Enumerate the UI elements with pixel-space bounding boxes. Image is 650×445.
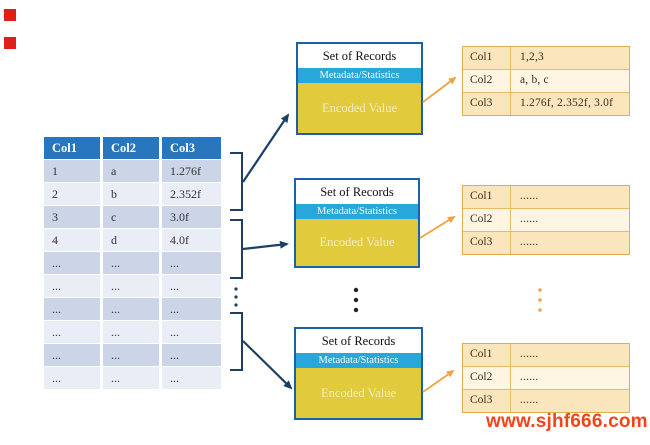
source-table-cell: ... <box>44 321 100 343</box>
column-chunk-row: Col2...... <box>463 367 629 390</box>
column-chunk-value: ...... <box>520 236 539 248</box>
source-table-cell: ... <box>162 344 221 366</box>
column-chunk-label: Col1 <box>463 344 511 366</box>
column-chunk-value: 1.276f, 2.352f, 3.0f <box>520 97 614 109</box>
ellipsis-right-tables <box>538 288 542 312</box>
source-table-cell: ... <box>44 367 100 389</box>
column-chunk-value: ...... <box>520 394 539 406</box>
column-chunk-value: ...... <box>520 190 539 202</box>
source-table-header-1: Col1 <box>44 137 100 159</box>
record-box-2: Set of Records Metadata/Statistics Encod… <box>294 178 420 268</box>
arrow-group2-to-box2 <box>242 240 289 251</box>
arrow-box2-to-table2 <box>419 215 456 239</box>
record-box-1: Set of Records Metadata/Statistics Encod… <box>296 42 423 135</box>
column-chunk-row: Col3 1.276f, 2.352f, 3.0f <box>463 93 629 115</box>
column-chunk-value: ...... <box>520 371 539 383</box>
column-chunk-label: Col3 <box>463 390 511 412</box>
record-box-2-metadata-band: Metadata/Statistics <box>296 204 418 219</box>
column-chunk-row: Col1 1,2,3 <box>463 47 629 70</box>
group-bracket-1 <box>230 152 243 211</box>
source-table-cell: ... <box>103 252 159 274</box>
column-chunk-label: Col2 <box>463 367 511 389</box>
source-table-cell: ... <box>44 298 100 320</box>
column-chunk-row: Col3...... <box>463 232 629 254</box>
group-bracket-2 <box>230 219 243 279</box>
arrow-group3-to-box3 <box>242 340 293 390</box>
arrow-box3-to-table3 <box>422 369 455 393</box>
source-table-cell: 1 <box>44 160 100 182</box>
source-table-cell: a <box>103 160 159 182</box>
column-chunk-label: Col1 <box>463 47 511 69</box>
column-chunk-table-3: Col1......Col2......Col3...... <box>462 343 630 413</box>
source-table-cell: ... <box>162 367 221 389</box>
source-table-cell: 2.352f <box>162 183 221 205</box>
source-table-cell: ... <box>162 252 221 274</box>
record-box-3: Set of Records Metadata/Statistics Encod… <box>294 327 423 420</box>
column-chunk-value: ...... <box>520 348 539 360</box>
column-chunk-value: ...... <box>520 213 539 225</box>
record-box-3-metadata-band: Metadata/Statistics <box>296 353 421 368</box>
source-table-cell: ... <box>44 344 100 366</box>
arrow-box1-to-table1 <box>422 76 457 103</box>
source-table-cell: ... <box>162 275 221 297</box>
ellipsis-brackets <box>234 287 238 307</box>
source-table-cell: ... <box>44 252 100 274</box>
source-table-cell: 4.0f <box>162 229 221 251</box>
source-table-cell: 3.0f <box>162 206 221 228</box>
source-table-cell: 3 <box>44 206 100 228</box>
column-chunk-label: Col1 <box>463 186 511 208</box>
record-box-2-encoded-value: Encoded Value <box>296 219 418 266</box>
source-table-cell: 4 <box>44 229 100 251</box>
source-table-cell: ... <box>103 321 159 343</box>
source-table-cell: c <box>103 206 159 228</box>
column-chunk-row: Col1...... <box>463 186 629 209</box>
column-chunk-row: Col1...... <box>463 344 629 367</box>
source-table-cell: ... <box>103 275 159 297</box>
column-chunk-value: a, b, c <box>520 74 549 86</box>
record-box-2-title: Set of Records <box>296 180 418 204</box>
column-chunk-label: Col2 <box>463 70 511 92</box>
column-chunk-label: Col3 <box>463 93 511 115</box>
column-chunk-row: Col3...... <box>463 390 629 412</box>
source-table-cell: ... <box>162 298 221 320</box>
record-box-1-encoded-value: Encoded Value <box>298 83 421 133</box>
watermark: www.sjhf666.com <box>486 411 648 432</box>
source-table-cell: ... <box>44 275 100 297</box>
red-marker-bottom <box>4 37 16 49</box>
record-box-1-title: Set of Records <box>298 44 421 68</box>
column-chunk-label: Col3 <box>463 232 511 254</box>
source-table-header-2: Col2 <box>103 137 159 159</box>
column-chunk-table-2: Col1......Col2......Col3...... <box>462 185 630 255</box>
source-table-header-3: Col3 <box>162 137 221 159</box>
source-table-cell: ... <box>103 344 159 366</box>
red-marker-top <box>4 9 16 21</box>
source-table-cell: b <box>103 183 159 205</box>
group-bracket-3 <box>230 312 243 371</box>
source-table-cell: ... <box>103 298 159 320</box>
record-box-3-title: Set of Records <box>296 329 421 353</box>
source-table-cell: d <box>103 229 159 251</box>
column-chunk-value: 1,2,3 <box>520 51 544 63</box>
record-box-1-metadata-band: Metadata/Statistics <box>298 68 421 83</box>
column-chunk-label: Col2 <box>463 209 511 231</box>
source-table-cell: ... <box>162 321 221 343</box>
source-table-cell: ... <box>103 367 159 389</box>
column-chunk-row: Col2 a, b, c <box>463 70 629 93</box>
column-chunk-row: Col2...... <box>463 209 629 232</box>
arrow-group1-to-box1 <box>242 113 290 183</box>
source-table-cell: 1.276f <box>162 160 221 182</box>
source-table-cell: 2 <box>44 183 100 205</box>
record-box-3-encoded-value: Encoded Value <box>296 368 421 418</box>
ellipsis-record-boxes <box>353 287 359 313</box>
